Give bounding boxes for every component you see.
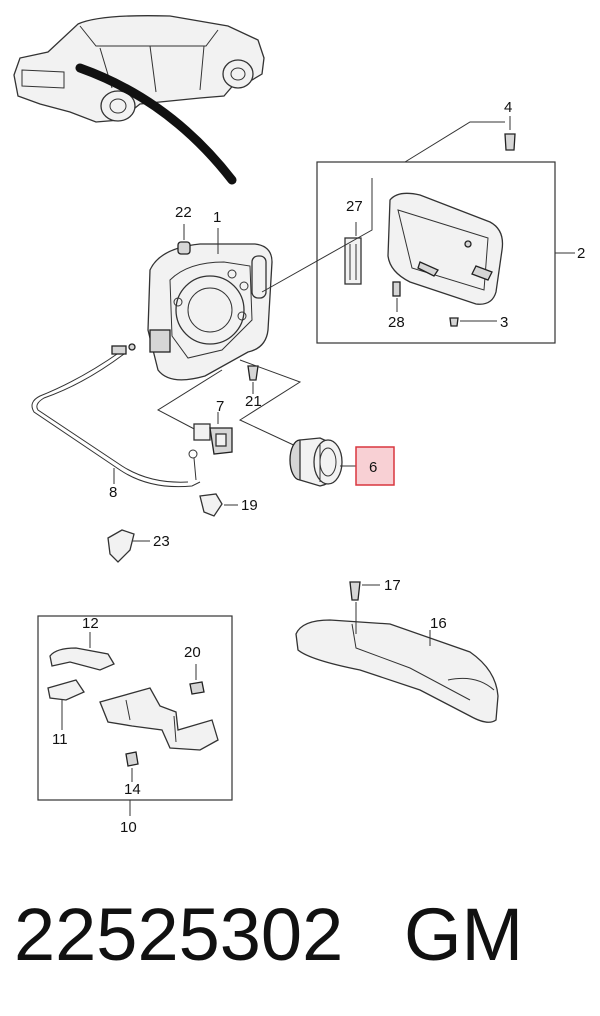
- callout-16: 16: [430, 615, 447, 632]
- part-6-fuel-cap: [289, 437, 343, 487]
- part-16-shield: [295, 619, 499, 723]
- part-3-screw: [449, 317, 459, 327]
- callout-11: 11: [52, 731, 68, 748]
- part-14-nut: [125, 751, 139, 767]
- part-21-screw: [247, 365, 259, 381]
- callout-8: 8: [109, 484, 117, 501]
- parts-diagram: 4 2 3 27 28 22 1 21 7 6 8 19 23 17 16 12…: [13, 15, 585, 836]
- part-2-fuel-door: [387, 192, 504, 305]
- brand-label: GM: [404, 893, 524, 976]
- callout-6: 6: [369, 459, 377, 476]
- callout-28: 28: [388, 314, 405, 331]
- leader-link-1-2: [261, 178, 373, 293]
- footer: 22525302 GM: [0, 880, 600, 1000]
- part-20-bolt: [189, 681, 205, 695]
- part-27-hinge: [344, 237, 362, 285]
- callout-10: 10: [120, 819, 137, 836]
- part-23-clip: [107, 529, 135, 563]
- leader-4: [404, 121, 505, 163]
- callout-7: 7: [216, 398, 224, 415]
- callout-21: 21: [245, 393, 262, 410]
- part-11-bracket: [47, 679, 85, 701]
- callout-12: 12: [82, 615, 99, 632]
- part-10-group-box: [37, 615, 233, 801]
- part-22-bushing: [177, 241, 191, 255]
- part-number: 22525302: [14, 893, 344, 976]
- callout-20: 20: [184, 644, 201, 661]
- callout-23: 23: [153, 533, 170, 550]
- part-7-actuator: [193, 423, 233, 455]
- callout-27: 27: [346, 198, 363, 215]
- part-8-cable: [31, 343, 201, 488]
- callout-4: 4: [504, 99, 512, 116]
- callout-19: 19: [241, 497, 258, 514]
- part-28-clip: [392, 281, 401, 297]
- part-12-lever: [49, 647, 115, 671]
- callout-1: 1: [213, 209, 221, 226]
- part-10-bracket: [99, 687, 219, 751]
- part-17-screw: [349, 581, 361, 601]
- part-4-bolt: [504, 116, 516, 151]
- car-illustration: [13, 15, 265, 185]
- part-19-clip: [199, 493, 223, 517]
- callout-3: 3: [500, 314, 508, 331]
- guide-lines: [156, 359, 302, 449]
- callout-14: 14: [124, 781, 141, 798]
- highlight-box-6: [355, 446, 395, 486]
- callout-2: 2: [577, 245, 585, 262]
- part-1-housing: [147, 243, 273, 381]
- callout-17: 17: [384, 577, 401, 594]
- callout-22: 22: [175, 204, 192, 221]
